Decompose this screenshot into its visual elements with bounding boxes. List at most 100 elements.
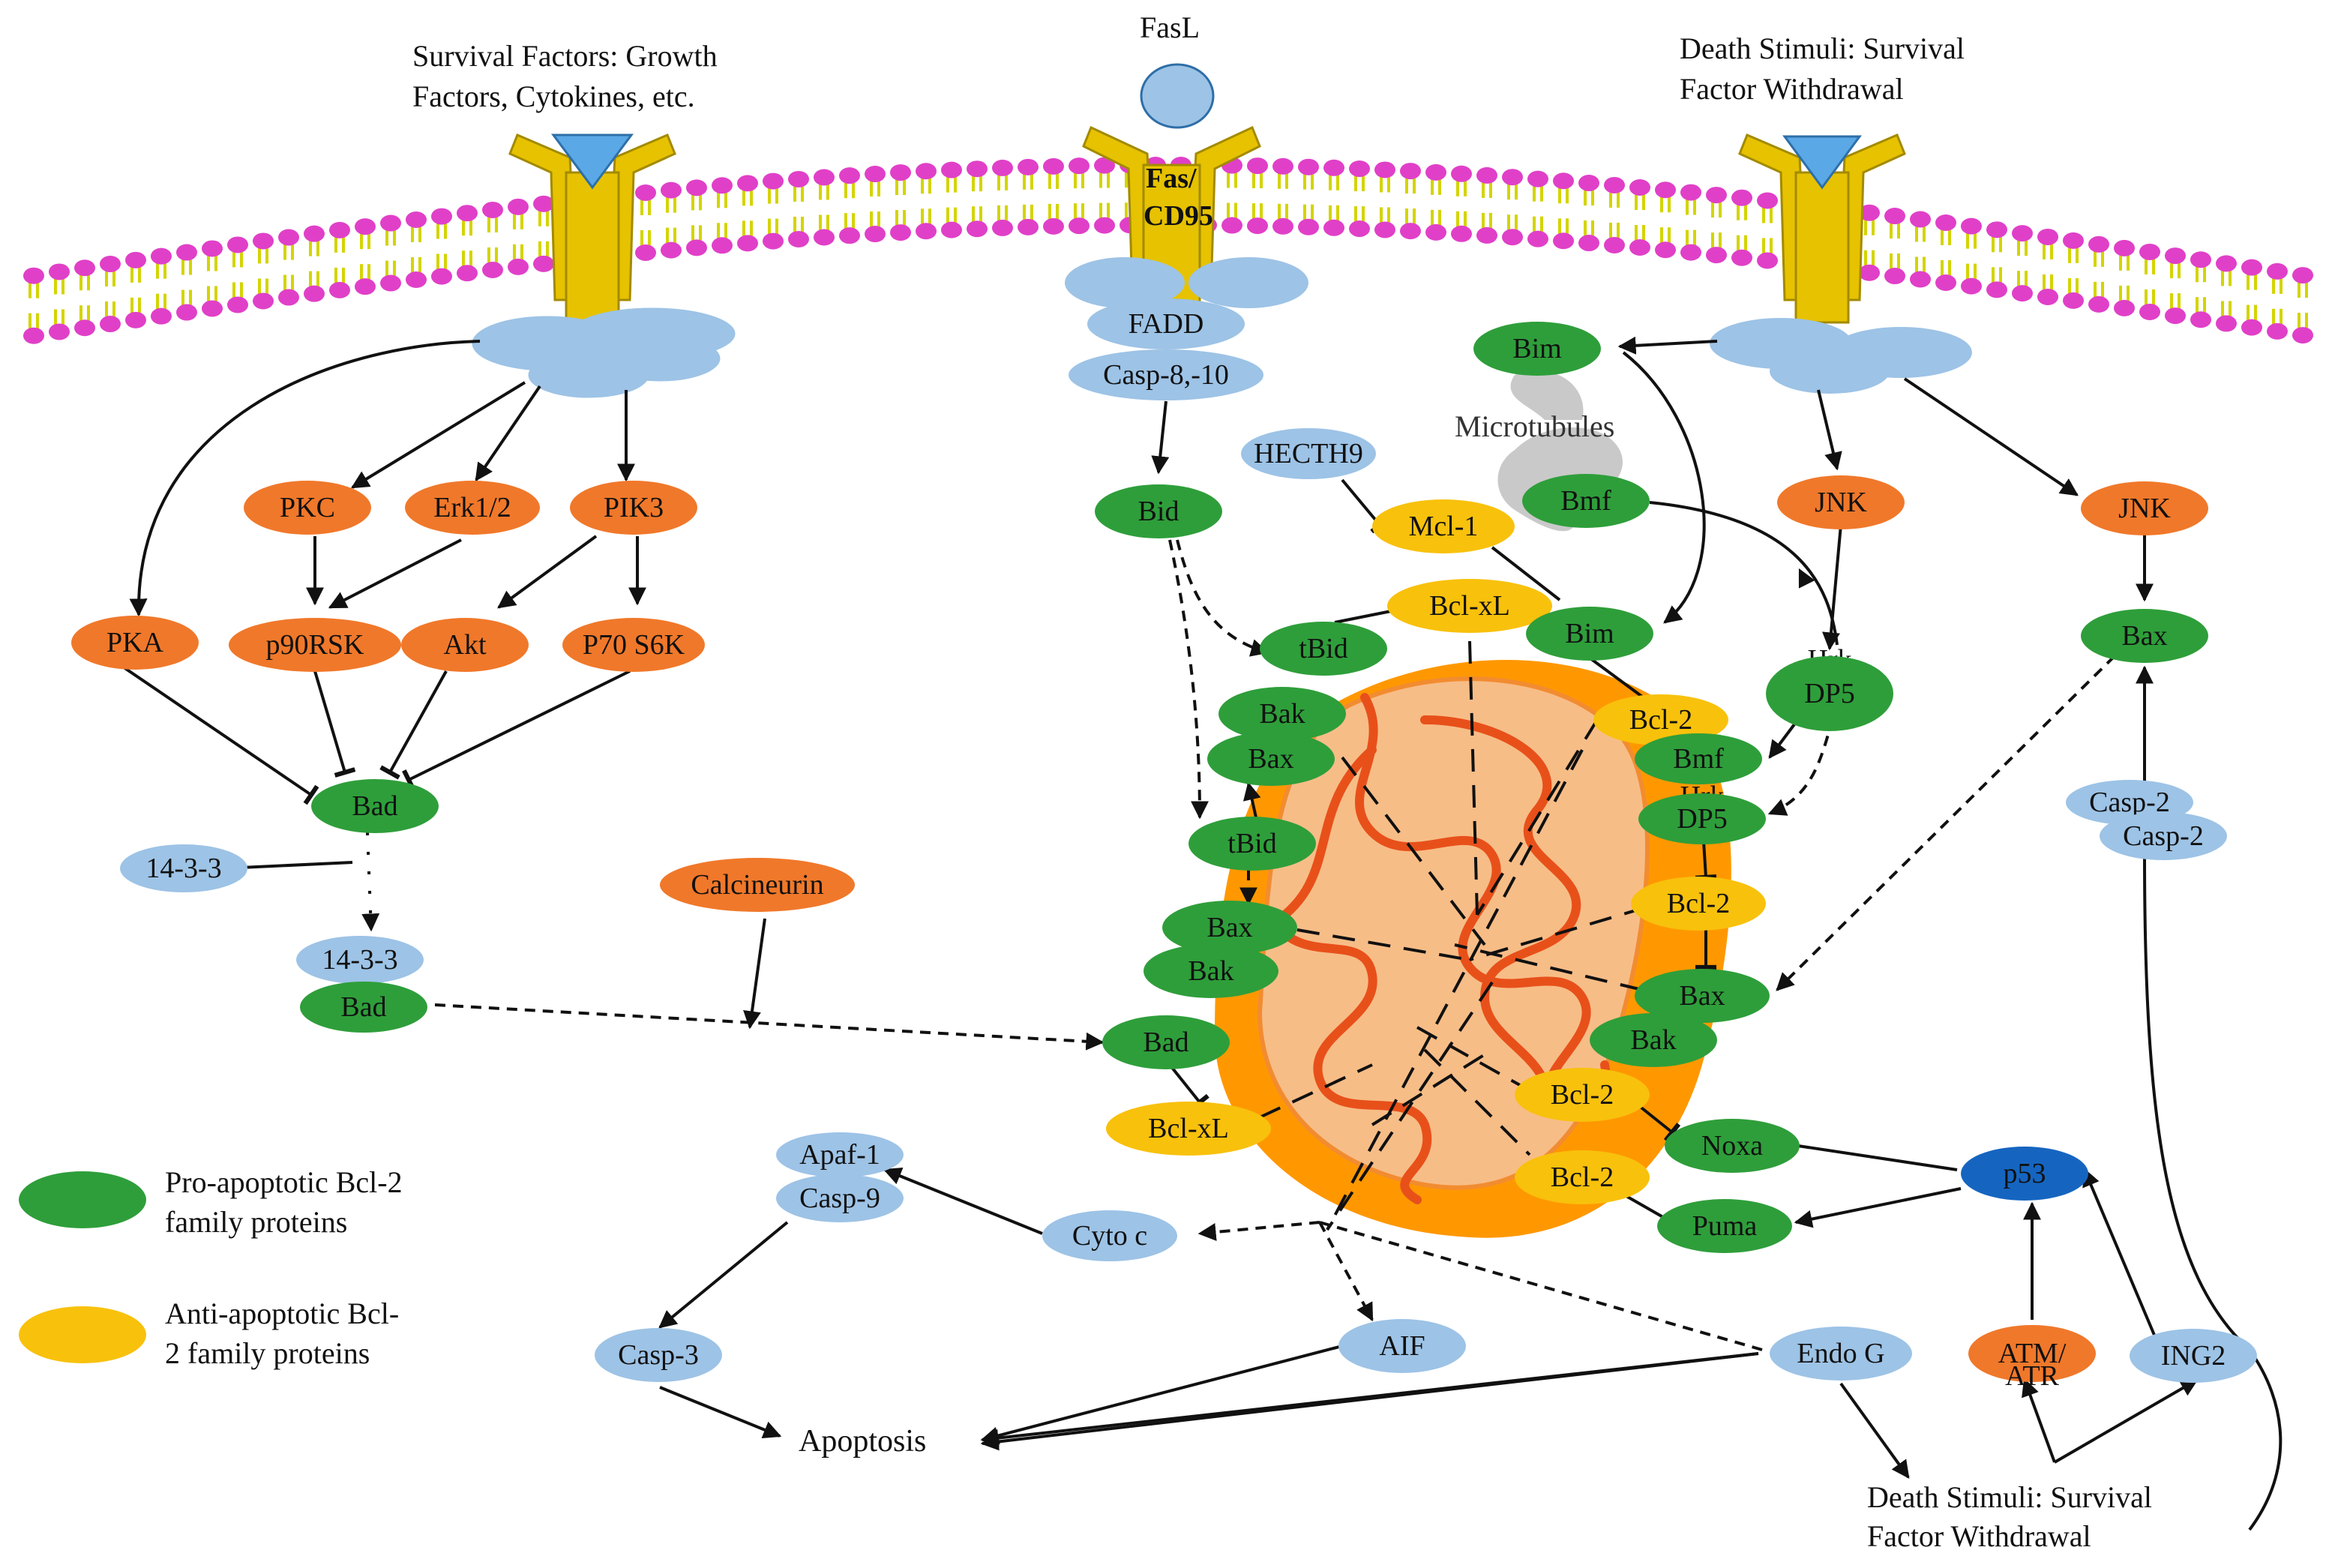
node-aif: AIF — [1338, 1319, 1466, 1373]
node-dp52: DP5 — [1638, 793, 1766, 844]
legend-pro-label-1: Pro-apoptotic Bcl-2 — [165, 1165, 403, 1199]
node-jnk1-shape — [1777, 475, 1905, 529]
node-p90rsk-shape — [229, 618, 401, 672]
node-pkc-shape — [244, 481, 371, 535]
node-bax3-label: Bax — [1679, 980, 1725, 1012]
node-casp3-shape — [595, 1328, 722, 1382]
node-bcl2b: Bcl-2 — [1631, 877, 1766, 931]
node-pkc-label: PKC — [280, 492, 335, 523]
node-tbid2-shape — [1188, 817, 1316, 871]
node-jnk1-label: JNK — [1815, 487, 1867, 518]
node-cytoc-label: Cyto c — [1072, 1220, 1147, 1252]
node-endog-shape — [1770, 1327, 1912, 1381]
receptor-survival — [508, 133, 676, 324]
node-bad3: Bad — [1102, 1015, 1230, 1069]
node-jnk2: JNK — [2081, 481, 2208, 535]
ligand-triangle-death — [1782, 135, 1862, 190]
node-bclxl1-label: Bcl-xL — [1429, 590, 1510, 622]
node-bad3-label: Bad — [1143, 1027, 1188, 1058]
death-stimuli-bottom-label-1: Death Stimuli: Survival — [1867, 1480, 2152, 1514]
node-mcl1-label: Mcl-1 — [1409, 511, 1479, 542]
node-hecth9-label: HECTH9 — [1254, 438, 1363, 469]
node-p90rsk: p90RSK — [229, 618, 401, 672]
node-casp2b-shape — [2100, 812, 2227, 860]
node-bim1: Bim — [1473, 322, 1601, 376]
node-n1433a: 14-3-3 — [120, 844, 247, 892]
fas-label-2: CD95 — [1144, 200, 1213, 232]
node-bad1-label: Bad — [352, 790, 397, 822]
node-bad1: Bad — [311, 779, 439, 833]
death-stimuli-top-label-2: Factor Withdrawal — [1680, 72, 1904, 106]
node-bcl2d-shape — [1515, 1150, 1650, 1204]
node-bax3-shape — [1635, 969, 1770, 1023]
node-pik3-shape — [570, 481, 697, 535]
node-bad2-shape — [300, 982, 427, 1033]
node-ing2-label: ING2 — [2161, 1340, 2226, 1372]
node-tbid2-label: tBid — [1227, 828, 1276, 859]
node-jnk2-label: JNK — [2118, 493, 2171, 524]
node-fadd: FADD — [1087, 298, 1245, 349]
node-bmf2-label: Bmf — [1673, 743, 1724, 775]
node-bax_r-shape — [2081, 609, 2208, 663]
node-atm-shape — [1968, 1325, 2096, 1382]
apoptosis-label: Apoptosis — [799, 1424, 926, 1459]
node-jnk1: JNK — [1777, 475, 1905, 529]
node-puma: Puma — [1657, 1199, 1792, 1253]
node-akt-shape — [401, 618, 529, 672]
node-bid-label: Bid — [1138, 496, 1179, 527]
fasl-label: FasL — [1140, 10, 1200, 44]
node-casp9-label: Casp-9 — [799, 1183, 880, 1214]
node-atm: ATM/ — [1968, 1325, 2096, 1382]
node-bid-shape — [1095, 484, 1222, 538]
legend-pro-swatch — [19, 1171, 146, 1228]
node-bclxl2: Bcl-xL — [1106, 1102, 1271, 1156]
node-endog: Endo G — [1770, 1327, 1912, 1381]
node-dp51-label: DP5 — [1804, 678, 1855, 709]
node-ing2-shape — [2130, 1329, 2257, 1383]
node-bak2: Bak — [1144, 944, 1278, 998]
node-bax_r: Bax — [2081, 609, 2208, 663]
node-tbid1-label: tBid — [1299, 633, 1347, 664]
node-erk-label: Erk1/2 — [433, 492, 511, 523]
node-pka: PKA — [71, 616, 199, 670]
node-bcl2b-shape — [1631, 877, 1766, 931]
node-bak3-label: Bak — [1630, 1024, 1676, 1056]
node-endog-label: Endo G — [1797, 1338, 1884, 1369]
fasl-ligand — [1140, 63, 1215, 129]
node-bak2-label: Bak — [1188, 955, 1233, 987]
legend-anti-swatch — [19, 1306, 146, 1363]
node-erk-shape — [405, 481, 540, 535]
node-p70s6k: P70 S6K — [562, 618, 705, 672]
node-bcl2b-label: Bcl-2 — [1667, 888, 1730, 919]
node-pik3-label: PIK3 — [604, 492, 664, 523]
microtubules-label: Microtubules — [1455, 409, 1614, 443]
death-stimuli-bottom-label-2: Factor Withdrawal — [1867, 1519, 2091, 1553]
node-bim2-shape — [1526, 607, 1653, 661]
legend-pro-label-2: family proteins — [165, 1205, 347, 1239]
node-dp51-shape — [1766, 656, 1893, 731]
node-bmf2-shape — [1635, 733, 1762, 784]
node-casp810: Casp-8,-10 — [1069, 349, 1263, 400]
node-cytoc: Cyto c — [1042, 1210, 1177, 1261]
node-pka-shape — [71, 616, 199, 670]
edges — [122, 336, 2283, 1531]
node-p70s6k-label: P70 S6K — [583, 629, 685, 661]
node-akt: Akt — [401, 618, 529, 672]
node-casp9: Casp-9 — [776, 1174, 904, 1222]
fas-label-1: Fas/ — [1146, 163, 1197, 194]
node-fadd-label: FADD — [1129, 308, 1204, 340]
node-bax_r-label: Bax — [2121, 620, 2167, 652]
node-bcl2c-shape — [1515, 1068, 1650, 1122]
adaptor-cluster-fas — [1065, 257, 1308, 308]
cell-membrane — [23, 157, 2313, 344]
node-ing2: ING2 — [2130, 1329, 2257, 1383]
node-bax2: Bax — [1162, 901, 1297, 955]
node-noxa-label: Noxa — [1701, 1130, 1763, 1162]
node-bad2: Bad — [300, 982, 427, 1033]
node-bcl2d: Bcl-2 — [1515, 1150, 1650, 1204]
node-mcl1-shape — [1372, 499, 1515, 553]
node-bclxl2-label: Bcl-xL — [1148, 1113, 1229, 1144]
node-n1433a-shape — [120, 844, 247, 892]
